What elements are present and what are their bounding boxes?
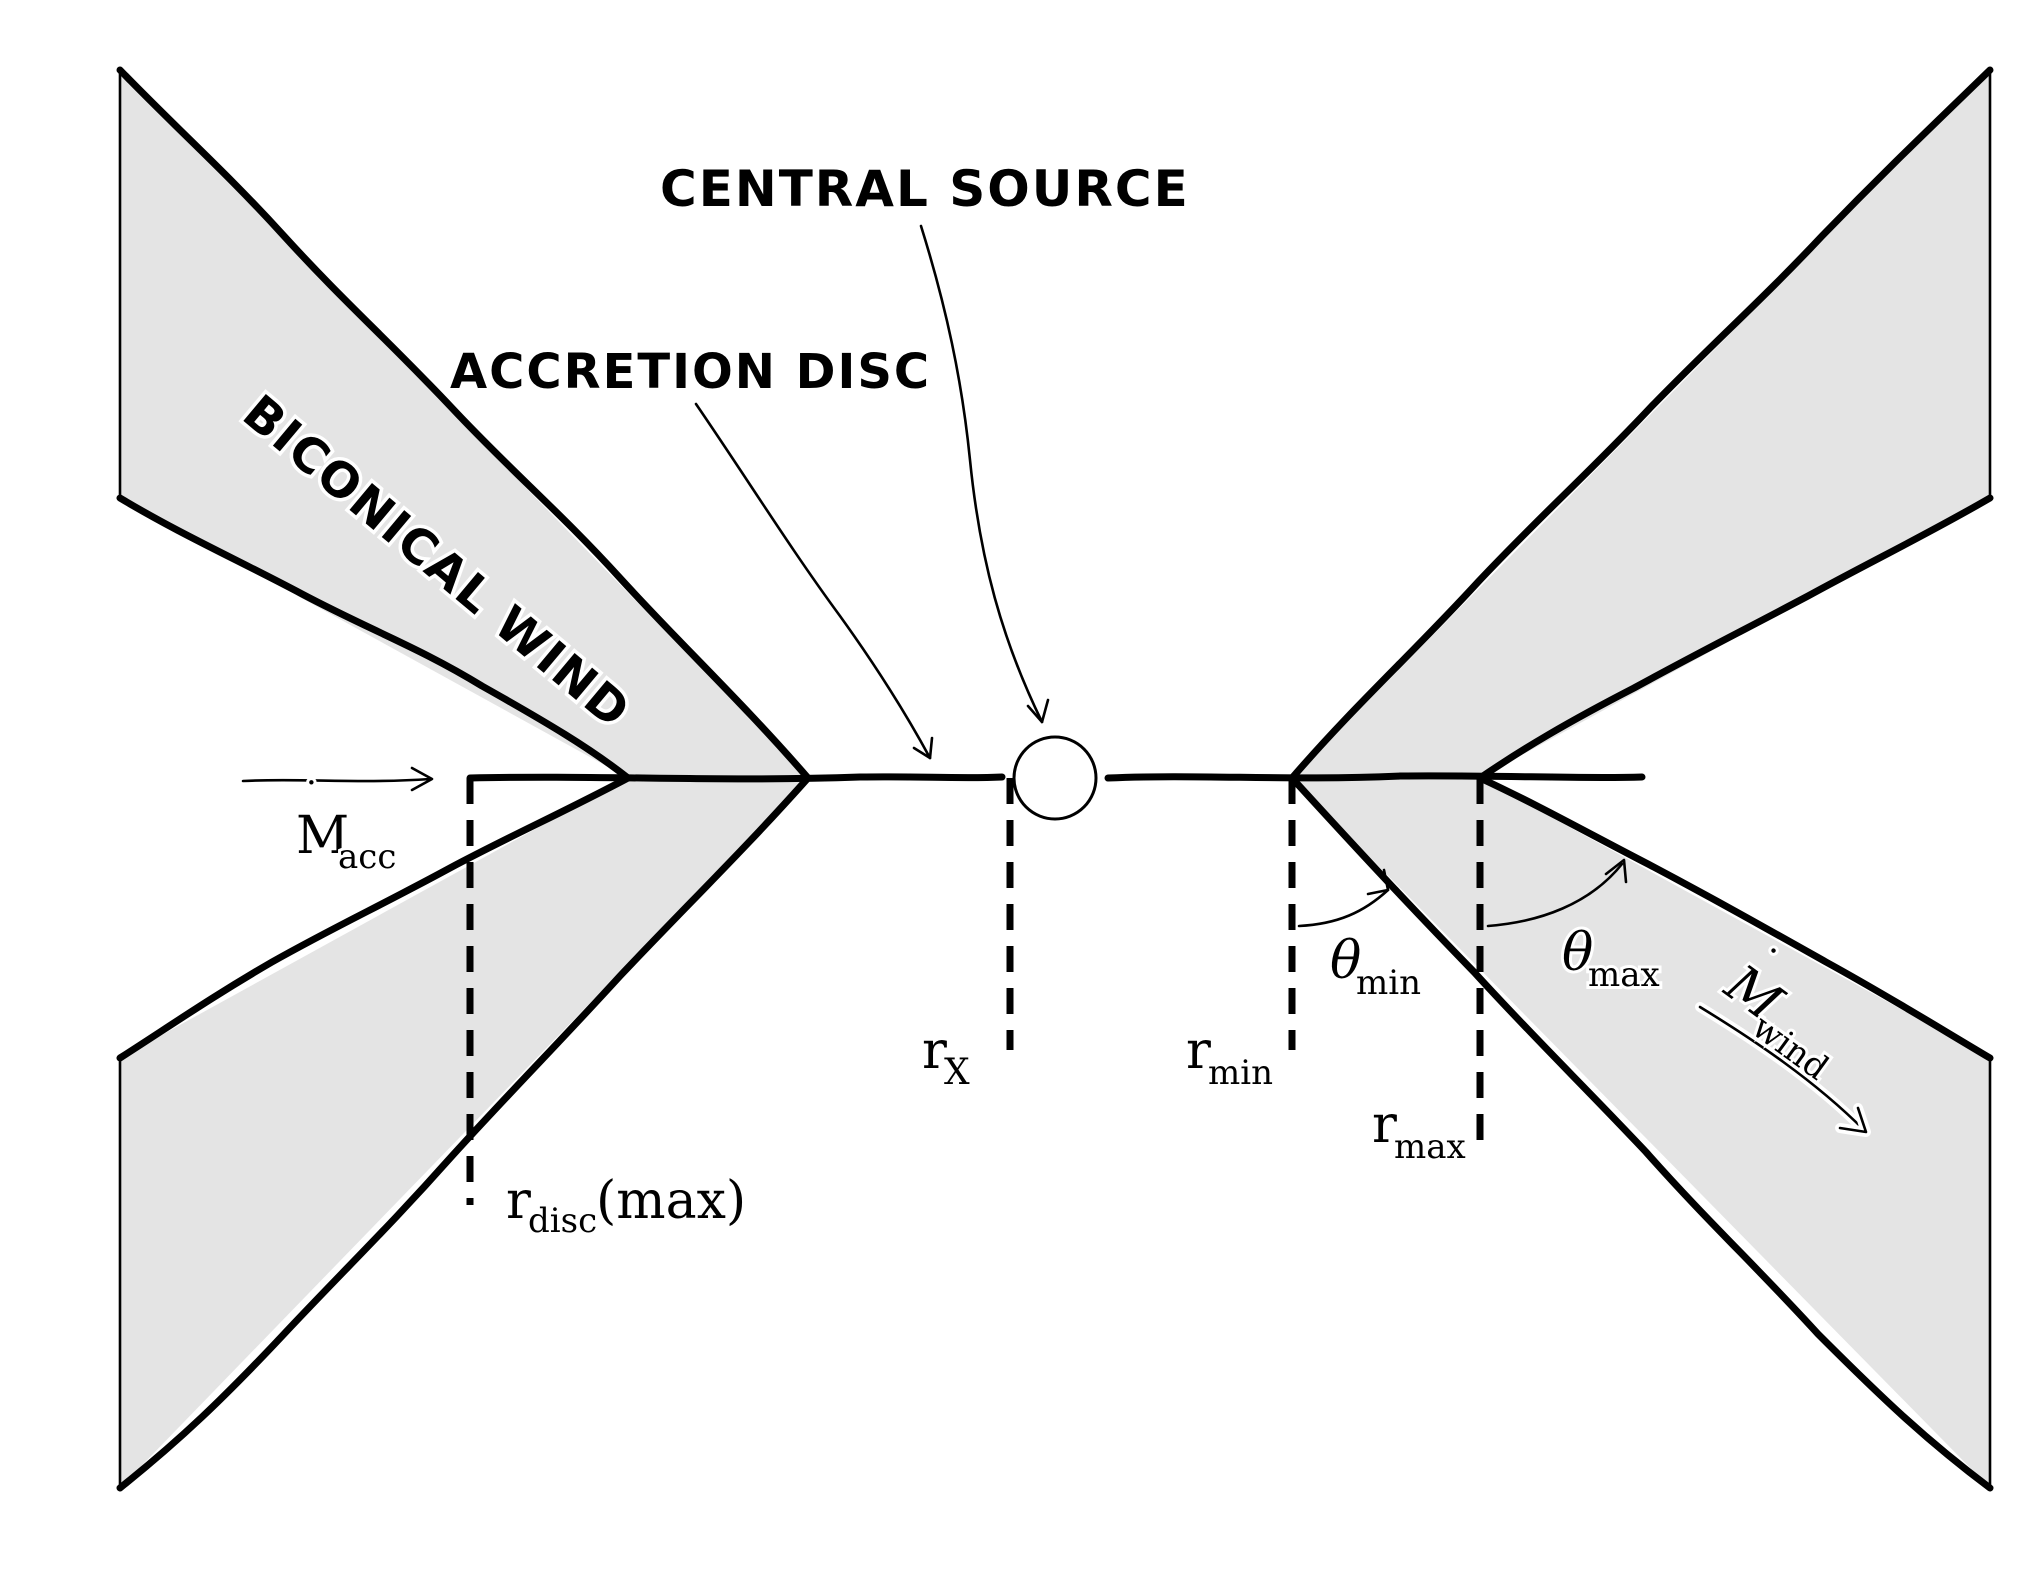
theta-max-base: θ — [1562, 923, 1593, 983]
r-disc-sub: disc — [528, 1201, 597, 1241]
central-source-circle — [1012, 735, 1098, 821]
mdot-acc-label: · M acc — [293, 760, 399, 880]
accretion-disc-left — [466, 773, 1006, 783]
r-min-base: r — [1186, 1021, 1211, 1081]
theta-min-label: θ min — [1327, 928, 1424, 1006]
accretion-disc-right — [1104, 772, 1646, 782]
accretion-disc-pointer — [694, 402, 932, 760]
r-max-label: r max — [1369, 1092, 1469, 1170]
mdot-acc-sub: acc — [338, 837, 396, 877]
mdot-acc-base: M — [296, 806, 349, 866]
wind-edge-outer-upper-left — [116, 66, 812, 782]
mdot-acc-arrowhead — [410, 766, 434, 792]
wind-edge-outer-lower-left — [116, 774, 812, 1492]
wind-edge-inner-upper-left — [116, 494, 632, 782]
wind-edge-inner-lower-left — [116, 774, 632, 1062]
theta-min-sub: min — [1356, 963, 1421, 1003]
mdot-acc-arrow — [241, 777, 432, 783]
r-x-base: r — [922, 1021, 947, 1081]
theta-min-arc — [1297, 888, 1390, 928]
r-max-base: r — [1372, 1095, 1397, 1155]
theta-max-arc — [1486, 862, 1624, 928]
accretion-disc-arrowhead — [912, 736, 934, 760]
theta-max-sub: max — [1588, 955, 1660, 995]
theta-max-label: θ max — [1559, 920, 1663, 998]
central-source-arrowhead — [1026, 698, 1050, 724]
wind-cone-lower-right — [1292, 778, 1990, 1488]
r-x-label: r X — [919, 1018, 973, 1096]
r-disc-suffix: (max) — [596, 1171, 746, 1231]
r-x-sub: X — [944, 1052, 970, 1093]
theta-min-arrowhead — [1366, 868, 1390, 896]
mdot-wind-arrowhead — [1838, 1106, 1868, 1134]
mdot-acc-dot: · — [306, 763, 317, 803]
r-max-sub: max — [1394, 1127, 1466, 1167]
accretion-disc-label: ACCRETION DISC — [450, 344, 931, 400]
wind-edge-inner-upper-right — [1476, 494, 1994, 782]
r-disc-base: r — [506, 1171, 531, 1231]
r-min-label: r min — [1183, 1018, 1276, 1096]
r-disc-max-label: r disc (max) — [503, 1168, 749, 1244]
theta-min-base: θ — [1330, 931, 1361, 991]
wind-edge-inner-lower-right — [1476, 774, 1994, 1062]
theta-max-arrowhead — [1604, 858, 1628, 884]
central-source-pointer — [919, 224, 1044, 724]
wind-edge-outer-lower-right — [1288, 774, 1994, 1492]
r-min-sub: min — [1208, 1053, 1273, 1093]
central-source-label: CENTRAL SOURCE — [660, 160, 1190, 218]
wind-edge-outer-upper-right — [1288, 66, 1994, 782]
mdot-wind-arrow — [1698, 1005, 1866, 1132]
